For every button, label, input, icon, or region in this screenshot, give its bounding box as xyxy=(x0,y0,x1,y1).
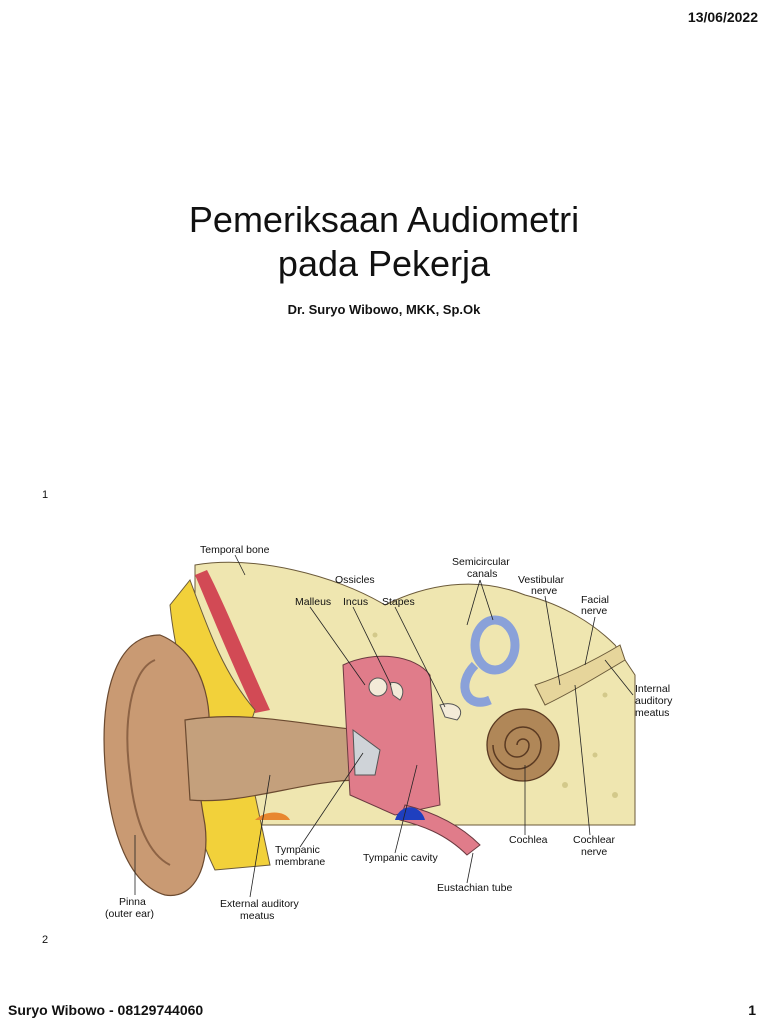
malleus-shape xyxy=(368,677,388,697)
cochlea-shape xyxy=(486,708,560,782)
slide-title-line-1: Pemeriksaan Audiometri xyxy=(188,199,580,240)
label-vestibular-1: Vestibular xyxy=(518,574,565,586)
label-pinna-1: Pinna xyxy=(119,896,146,908)
orange-structure xyxy=(255,812,290,820)
skin-layer xyxy=(195,570,270,713)
label-internal-1: Internal xyxy=(635,683,670,695)
slide-author: Dr. Suryo Wibowo, MKK, Sp.Ok xyxy=(287,302,481,317)
label-eustachian-tube: Eustachian tube xyxy=(437,882,512,894)
label-semicircular-1: Semicircular xyxy=(452,556,510,568)
label-cochlear-1: Cochlear xyxy=(573,834,616,846)
leader-lines xyxy=(134,554,634,898)
ear-anatomy-diagram: Temporal bone Ossicles Malleus Incus Sta… xyxy=(103,544,673,922)
label-malleus: Malleus xyxy=(295,596,331,608)
label-tympanic-membrane-2: membrane xyxy=(275,856,325,868)
label-cochlea: Cochlea xyxy=(509,834,548,846)
footer-page-number: 1 xyxy=(748,1002,756,1018)
label-temporal-bone: Temporal bone xyxy=(200,544,270,556)
slide-number-1: 1 xyxy=(42,489,49,501)
label-internal-2: auditory xyxy=(635,695,673,707)
slide-title-line-2: pada Pekerja xyxy=(277,243,491,284)
vestibulocochlear-nerve-shape xyxy=(534,644,626,706)
label-internal-3: meatus xyxy=(635,707,669,719)
tympanic-membrane-shape xyxy=(352,728,381,776)
footer-author-contact: Suryo Wibowo - 08129744060 xyxy=(8,1002,204,1018)
label-cochlear-2: nerve xyxy=(581,846,607,858)
label-external-2: meatus xyxy=(240,910,274,922)
label-semicircular-2: canals xyxy=(467,568,497,580)
label-pinna-2: (outer ear) xyxy=(105,908,154,920)
stapes-shape xyxy=(439,703,462,721)
slide-title: Pemeriksaan Audiometri pada Pekerja xyxy=(0,198,768,286)
semicircular-canals-shape xyxy=(460,615,520,707)
label-vestibular-2: nerve xyxy=(531,585,557,597)
cochlea-spiral xyxy=(492,726,542,770)
pinna-fold xyxy=(126,659,171,866)
label-facial-2: nerve xyxy=(581,605,607,617)
label-tympanic-cavity: Tympanic cavity xyxy=(363,852,438,864)
slide-number-2: 2 xyxy=(42,934,49,946)
label-stapes: Stapes xyxy=(382,596,415,608)
label-facial-1: Facial xyxy=(581,594,609,606)
label-incus: Incus xyxy=(343,596,368,608)
incus-shape xyxy=(389,681,404,701)
document-date: 13/06/2022 xyxy=(687,9,758,25)
label-tympanic-membrane-1: Tympanic xyxy=(275,844,320,856)
blue-structure xyxy=(395,807,425,820)
label-external-1: External auditory xyxy=(220,898,300,910)
label-ossicles: Ossicles xyxy=(335,574,375,586)
